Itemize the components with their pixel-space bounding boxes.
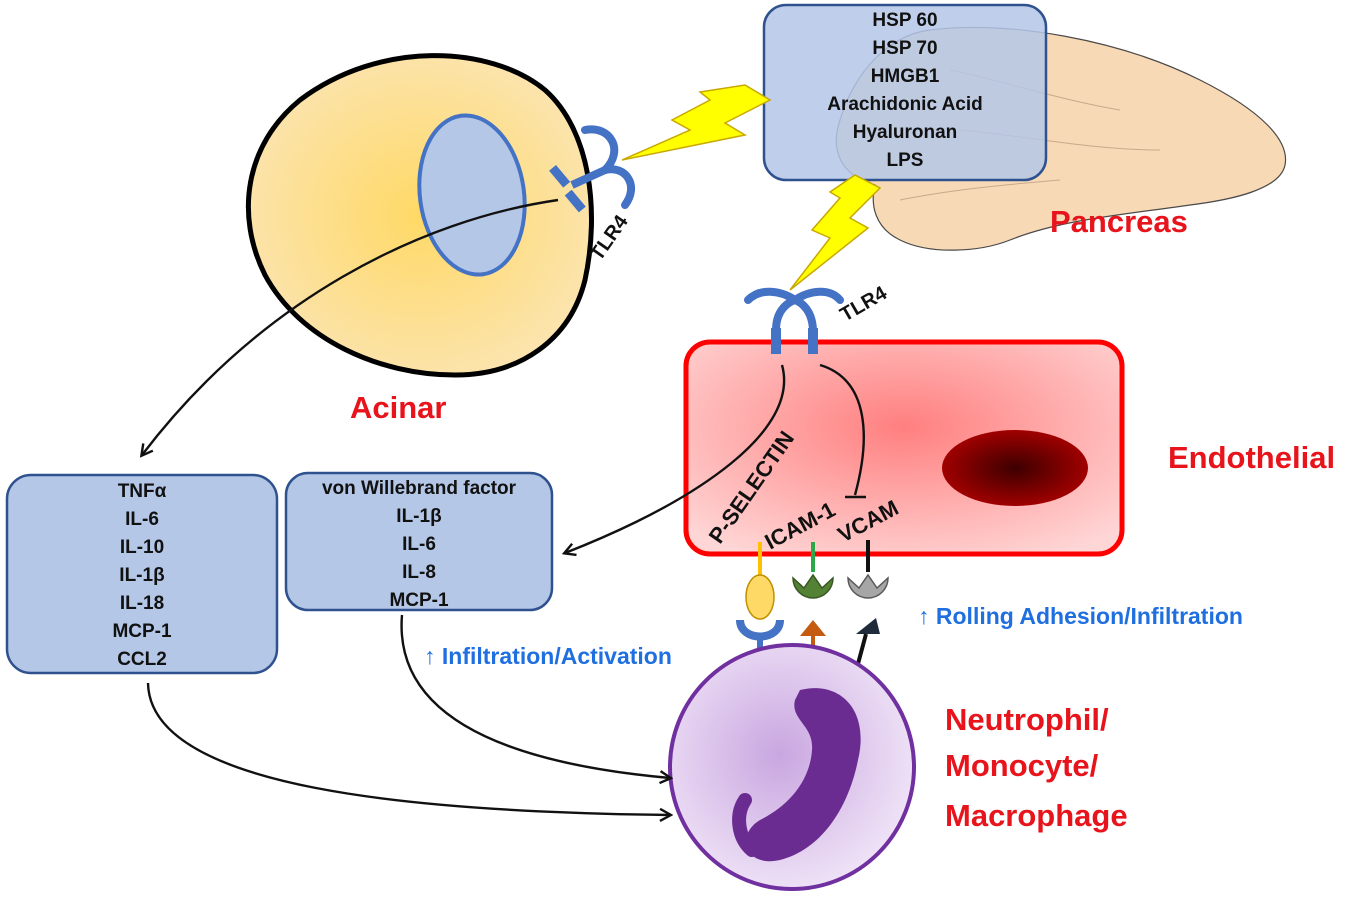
damp-item: LPS (887, 150, 924, 171)
icam-icon (792, 542, 834, 660)
lightning-bolt-icon (621, 84, 772, 161)
lightning-bolt-icon (789, 174, 882, 291)
rolling-adhesion-label: ↑ Rolling Adhesion/Infiltration (918, 603, 1243, 629)
endothelial-nucleus (942, 430, 1088, 506)
tlr4-endothelial-label: TLR4 (837, 282, 892, 326)
damp-molecules-box: HSP 60 HSP 70 HMGB1 Arachidonic Acid Hya… (762, 3, 1048, 182)
leukocyte-cell (668, 643, 916, 891)
leukocyte-label-line3: Macrophage (945, 798, 1128, 833)
acinar-cytokine-box: TNFα IL-6 IL-10 IL-1β IL-18 MCP-1 CCL2 (5, 473, 279, 675)
acinar-label: Acinar (350, 390, 446, 425)
factor-item: MCP-1 (389, 590, 449, 611)
p-selectin-icon (736, 542, 784, 660)
tlr4-receptor-icon (744, 287, 844, 354)
leukocyte-nucleus (746, 688, 861, 862)
acinar-to-cytokines-arrow (142, 198, 559, 455)
factor-item: IL-8 (402, 562, 436, 583)
cytokine-item: CCL2 (117, 649, 167, 670)
cytokine-item: IL-6 (125, 509, 159, 530)
factor-item: von Willebrand factor (322, 478, 517, 499)
acinar-cell (246, 53, 594, 378)
cytokine-item: MCP-1 (112, 621, 172, 642)
endothelial-cell (683, 339, 1125, 557)
endothelial-label: Endothelial (1168, 440, 1335, 475)
damp-item: HSP 60 (872, 10, 937, 31)
cytokine-item: IL-10 (120, 537, 164, 558)
pancreas-label: Pancreas (1050, 204, 1188, 239)
factor-item: IL-1β (396, 506, 441, 527)
infiltration-activation-label: ↑ Infiltration/Activation (424, 643, 672, 669)
tlr4-to-adhesion-arrow (819, 363, 865, 496)
tlr4-receptor-icon (549, 125, 635, 213)
factor-item: IL-6 (402, 534, 436, 555)
cytokine-item: IL-18 (120, 593, 164, 614)
leukocyte-label-line1: Neutrophil/ (945, 702, 1109, 737)
leukocyte-label-line2: Monocyte/ (945, 748, 1099, 783)
cytokine-item: TNFα (118, 481, 167, 502)
damp-item: HSP 70 (872, 38, 937, 59)
vcam-icon (847, 540, 889, 676)
endothelial-factor-box: von Willebrand factor IL-1β IL-6 IL-8 MC… (284, 471, 554, 612)
cytokine-item: IL-1β (119, 565, 164, 586)
damp-item: Hyaluronan (853, 122, 958, 143)
acinar-nucleus (417, 113, 527, 277)
damp-item: Arachidonic Acid (827, 94, 983, 115)
cytokines-to-leukocyte-arrow (146, 682, 670, 815)
tlr4-to-factors-arrow (565, 364, 786, 553)
factors-to-leukocyte-arrow (400, 614, 670, 778)
damp-item: HMGB1 (871, 66, 940, 87)
